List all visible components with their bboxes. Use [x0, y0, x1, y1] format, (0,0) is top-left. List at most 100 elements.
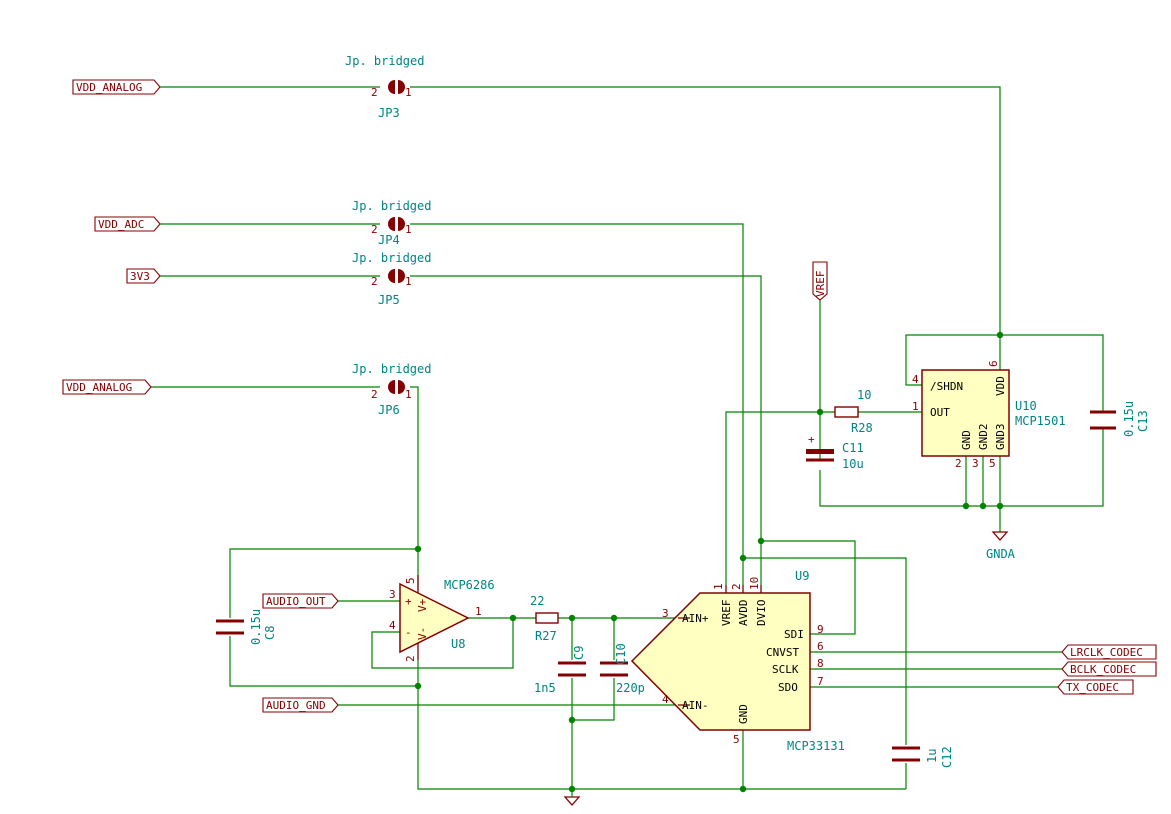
pin-number: 5 — [989, 457, 996, 470]
resistor-value: 10 — [857, 388, 871, 402]
junction — [568, 614, 576, 622]
wire-vdd-analog-opamp — [150, 386, 419, 590]
pin-label: CNVST — [766, 646, 799, 659]
resistor-body — [535, 612, 559, 624]
net-label-bclk — [1061, 661, 1157, 677]
net-label-text: 3V3 — [130, 270, 150, 283]
net-label-vdd-adc — [94, 216, 161, 232]
wires — [150, 86, 1104, 790]
wire-vdd-analog-u10 — [159, 86, 1001, 335]
net-label-vref — [812, 261, 828, 301]
resistor-r28: 10 R28 — [834, 388, 873, 435]
capacitor-c13: 0.15u C13 — [1090, 401, 1150, 437]
jumper-jp4: Jp. bridged JP4 2 1 — [352, 199, 431, 247]
capacitor-c12: 1u C12 — [892, 746, 954, 768]
net-label-text: VDD_ANALOG — [76, 81, 142, 94]
pin-number: 4 — [912, 373, 919, 386]
net-label-text: VREF — [814, 271, 827, 298]
opamp-u8: + - V+ V- 3 4 1 5 2 MCP6286 U8 — [389, 575, 495, 662]
jumper-value: Jp. bridged — [352, 362, 431, 376]
pin-label: AIN- — [682, 699, 709, 712]
pin-label: SDO — [778, 681, 798, 694]
pin-label: AVDD — [737, 600, 750, 627]
capacitor-c11: + C11 10u — [806, 433, 864, 471]
jumper-pad — [398, 380, 405, 394]
pin-number: 1 — [405, 86, 412, 99]
pin-number: 10 — [748, 577, 761, 590]
resistor-ref: R27 — [535, 629, 557, 643]
pin-label: - — [405, 626, 412, 639]
cap-ref: C11 — [842, 441, 864, 455]
pin-label: GND — [737, 704, 750, 724]
pin-number: 4 — [389, 619, 396, 632]
pin-label: SCLK — [772, 663, 799, 676]
net-label-text: VDD_ANALOG — [66, 381, 132, 394]
pin-number: 2 — [730, 583, 743, 590]
wire-c9-c10 — [571, 618, 615, 789]
wire-codec-signals — [810, 651, 1068, 688]
pin-number: 5 — [733, 733, 740, 746]
jumper-ref: JP5 — [378, 293, 400, 307]
jumper-jp5: Jp. bridged JP5 2 1 — [352, 251, 431, 307]
junction — [610, 614, 618, 622]
jumper-pad — [398, 80, 405, 94]
cap-ref: C12 — [940, 746, 954, 768]
jumper-jp6: Jp. bridged JP6 2 1 — [352, 362, 431, 417]
ic-body — [921, 369, 1010, 457]
pin-label: AIN+ — [682, 612, 709, 625]
cap-ref: C13 — [1136, 410, 1150, 432]
pin-number: 2 — [404, 655, 417, 662]
pin-number: 2 — [955, 457, 962, 470]
jumper-value: Jp. bridged — [352, 251, 431, 265]
junction — [414, 545, 422, 553]
gnda-symbol: GNDA — [986, 531, 1016, 561]
jumper-pad — [388, 380, 395, 394]
junctions — [414, 331, 1004, 793]
junction — [739, 785, 747, 793]
net-label-vdd-analog-top — [72, 79, 161, 95]
pin-number: 5 — [404, 577, 417, 584]
ground-label: GNDA — [986, 547, 1016, 561]
capacitor-c10: C10 220p — [600, 643, 645, 695]
pin-number: 4 — [662, 693, 669, 706]
net-label-tx — [1057, 679, 1134, 695]
cap-value: 0.15u — [249, 609, 263, 645]
cap-plate — [806, 449, 834, 454]
pin-label: VDD — [994, 376, 1007, 396]
junction — [509, 614, 517, 622]
pin-number: 3 — [972, 457, 979, 470]
wire-u10-gnds — [965, 456, 1001, 532]
capacitor-c9: C9 1n5 — [534, 646, 586, 695]
wire-c12 — [743, 557, 907, 789]
pin-label: /SHDN — [930, 380, 963, 393]
junction — [996, 331, 1004, 339]
pin-number: 2 — [371, 86, 378, 99]
wire-vref — [725, 300, 922, 585]
net-label-text: VDD_ADC — [98, 218, 144, 231]
pin-label: OUT — [930, 406, 950, 419]
ic-u10: /SHDN OUT VDD GND GND2 GND3 4 1 6 2 3 5 … — [912, 360, 1066, 470]
pin-number: 6 — [817, 640, 824, 653]
junction — [979, 502, 987, 510]
pin-label: GND — [960, 430, 973, 450]
wire-gnda-bus — [819, 428, 1104, 507]
jumper-value: Jp. bridged — [352, 199, 431, 213]
jumper-value: Jp. bridged — [345, 54, 424, 68]
junction — [739, 554, 747, 562]
pin-number: 1 — [405, 223, 412, 236]
cap-value: 1u — [925, 749, 939, 763]
net-label-text: BCLK_CODEC — [1070, 663, 1136, 676]
wire-dvio-sdi — [761, 540, 856, 635]
cap-ref: C10 — [614, 643, 628, 665]
pin-number: 1 — [405, 275, 412, 288]
ic-ref: U9 — [795, 569, 809, 583]
pin-number: 8 — [817, 657, 824, 670]
jumper-ref: JP4 — [378, 233, 400, 247]
net-label-audio-gnd — [262, 697, 339, 713]
cap-value: 1n5 — [534, 681, 556, 695]
pin-number: 2 — [371, 388, 378, 401]
net-label-audio-out — [262, 593, 339, 609]
net-label-text: AUDIO_OUT — [266, 595, 326, 608]
